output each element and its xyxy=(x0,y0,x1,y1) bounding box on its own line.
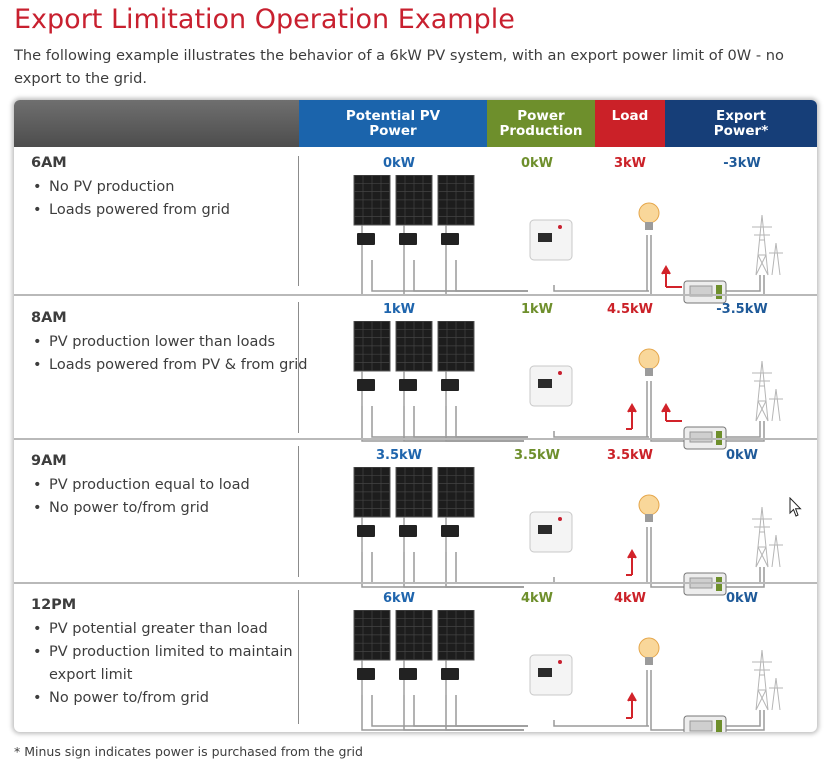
solar-panel-icon xyxy=(395,610,433,695)
transmission-tower-icon xyxy=(752,360,783,422)
arrow-up-icon xyxy=(626,691,637,719)
transmission-tower-icon xyxy=(752,506,783,568)
intro-text: The following example illustrates the be… xyxy=(14,47,784,87)
value-pv: 1kW xyxy=(382,302,416,317)
value-production: 0kW xyxy=(520,156,554,171)
row-9am: 9AM PV production equal to load No power… xyxy=(14,440,817,596)
wiring xyxy=(361,670,765,731)
system-illustration xyxy=(353,610,783,732)
solar-panel-icon xyxy=(395,467,433,552)
bullet-item: No power to/from grid xyxy=(31,687,309,710)
header-production-line1: Power xyxy=(517,107,565,124)
solar-panel-icon xyxy=(437,175,475,260)
bullet-item: PV production equal to load xyxy=(31,474,309,497)
bullet-item: No PV production xyxy=(31,176,309,199)
transmission-tower-icon xyxy=(752,214,783,276)
row-time: 6AM xyxy=(31,155,67,171)
row-separator xyxy=(14,582,817,584)
row-time: 9AM xyxy=(31,453,67,469)
value-pv: 6kW xyxy=(382,591,416,606)
light-bulb-icon xyxy=(638,494,660,522)
inverter-icon xyxy=(529,511,573,553)
solar-panel-icon xyxy=(395,175,433,260)
inverter-icon xyxy=(529,219,573,261)
footnote: * Minus sign indicates power is purchase… xyxy=(14,744,363,759)
inverter-icon xyxy=(529,365,573,407)
inverter-icon xyxy=(529,654,573,696)
header-load-label: Load xyxy=(611,108,649,124)
transmission-tower-icon xyxy=(752,649,783,711)
row-separator xyxy=(14,294,817,296)
row-separator xyxy=(14,438,817,440)
solar-panel-icon xyxy=(353,610,391,695)
value-production: 3.5kW xyxy=(513,448,560,463)
row-bullets: PV production equal to load No power to/… xyxy=(31,474,309,520)
bullet-item: Loads powered from grid xyxy=(31,199,309,222)
value-pv: 0kW xyxy=(382,156,416,171)
row-6am: 6AM No PV production Loads powered from … xyxy=(14,147,817,304)
page-title: Export Limitation Operation Example xyxy=(14,4,515,35)
solar-panel-icon xyxy=(353,467,391,552)
row-12pm: 12PM PV potential greater than load PV p… xyxy=(14,584,817,732)
value-load: 3kW xyxy=(613,156,647,171)
row-8am: 8AM PV production lower than loads Loads… xyxy=(14,296,817,450)
bullet-item: PV production limited to maintain export… xyxy=(31,641,309,687)
row-bullets: PV production lower than loads Loads pow… xyxy=(31,331,309,377)
wiring xyxy=(361,381,765,442)
solar-panel-icon xyxy=(395,321,433,406)
arrow-up-icon xyxy=(661,402,682,422)
bullet-item: No power to/from grid xyxy=(31,497,309,520)
value-production: 4kW xyxy=(520,591,554,606)
value-load: 3.5kW xyxy=(606,448,653,463)
row-bullets: No PV production Loads powered from grid xyxy=(31,176,309,222)
row-bullets: PV potential greater than load PV produc… xyxy=(31,618,309,710)
header-pv-line1: Potential PV xyxy=(345,107,441,124)
system-illustration xyxy=(353,467,783,596)
value-export: 0kW xyxy=(725,591,759,606)
light-bulb-icon xyxy=(638,637,660,665)
value-pv: 3.5kW xyxy=(375,448,422,463)
meter-icon xyxy=(683,715,727,732)
light-bulb-icon xyxy=(638,202,660,230)
header-blank-cell xyxy=(14,100,299,147)
meter-icon xyxy=(683,280,727,304)
value-export: -3.5kW xyxy=(716,302,768,317)
arrow-up-icon xyxy=(661,264,682,288)
header-load: Load xyxy=(595,100,665,147)
value-load: 4kW xyxy=(613,591,647,606)
header-export-line2: Power* xyxy=(713,122,769,139)
bullet-item: PV potential greater than load xyxy=(31,618,309,641)
value-load: 4.5kW xyxy=(606,302,653,317)
mouse-cursor-icon xyxy=(789,497,802,517)
solar-panel-icon xyxy=(353,321,391,406)
value-export: -3kW xyxy=(723,156,761,171)
solar-panel-icon xyxy=(437,321,475,406)
arrow-up-icon xyxy=(626,548,637,576)
light-bulb-icon xyxy=(638,348,660,376)
system-illustration xyxy=(353,175,783,304)
value-export: 0kW xyxy=(725,448,759,463)
header-export-line1: Export xyxy=(716,107,766,124)
header-production-line2: Production xyxy=(499,122,583,139)
solar-panel-icon xyxy=(437,467,475,552)
system-illustration xyxy=(353,321,783,450)
arrow-up-icon xyxy=(626,402,637,430)
header-pv-line2: Power xyxy=(369,122,417,139)
row-time: 8AM xyxy=(31,310,67,326)
value-production: 1kW xyxy=(520,302,554,317)
bullet-item: PV production lower than loads xyxy=(31,331,309,354)
solar-panel-icon xyxy=(437,610,475,695)
row-time: 12PM xyxy=(31,597,77,613)
solar-panel-icon xyxy=(353,175,391,260)
bullet-item: Loads powered from PV & from grid xyxy=(31,354,309,377)
